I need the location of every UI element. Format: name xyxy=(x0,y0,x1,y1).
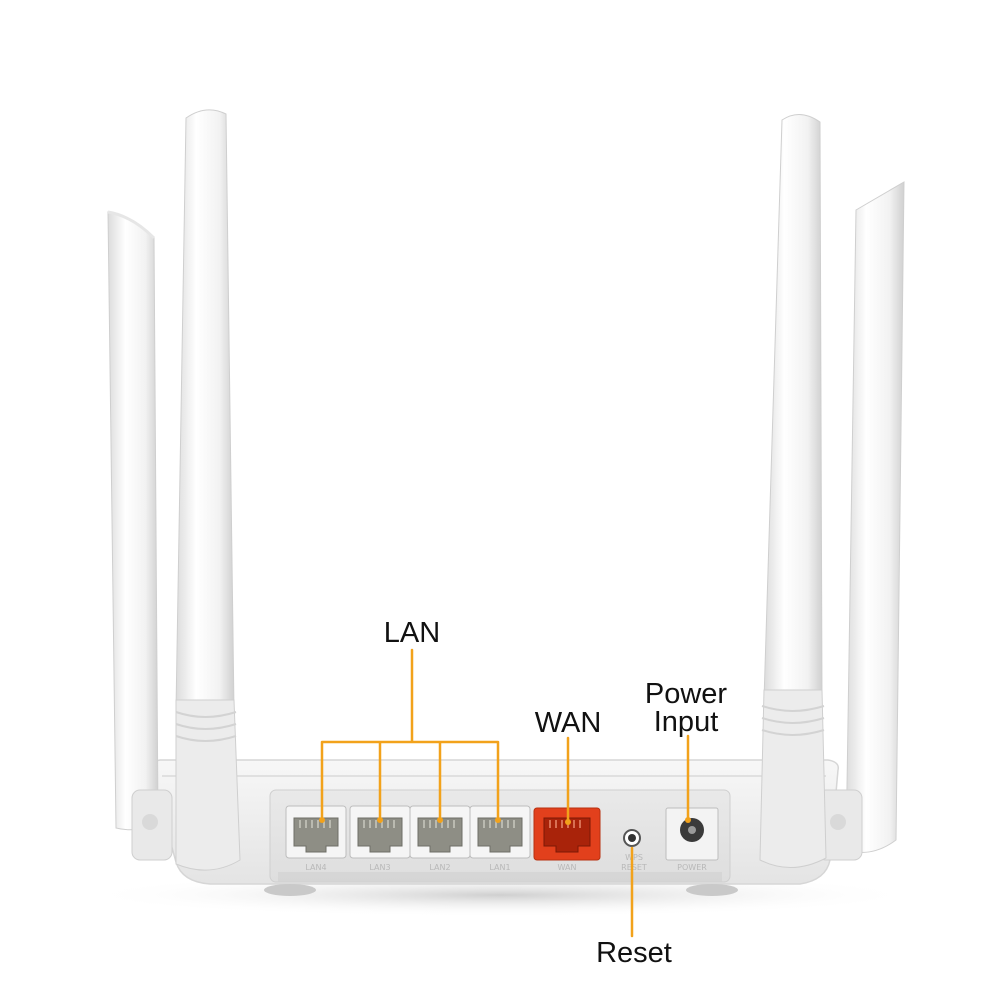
wan-port xyxy=(533,807,601,861)
router-foot-right xyxy=(686,884,738,896)
antenna-right-front xyxy=(759,114,827,869)
lan4-port xyxy=(285,805,347,859)
power-jack xyxy=(665,807,719,861)
lan3-port xyxy=(349,805,411,859)
wan-callout-label: WAN xyxy=(534,707,602,739)
reset-hole xyxy=(623,829,641,847)
reset-callout-label: Reset xyxy=(596,937,672,969)
antenna-right-rear xyxy=(817,181,905,861)
lan1-port-label: LAN1 xyxy=(489,863,510,872)
lan4-port-label: LAN4 xyxy=(305,863,326,872)
antenna-left-front xyxy=(175,109,241,871)
lan1-port xyxy=(469,805,531,859)
callout-dots xyxy=(319,817,691,825)
lan-callout-label: LAN xyxy=(383,617,441,649)
wan-port-label: WAN xyxy=(558,863,577,872)
wps-label: WPS xyxy=(625,853,643,862)
power-callout-label-line2: Input xyxy=(653,706,719,738)
router-foot-left xyxy=(264,884,316,896)
antenna-left-rear xyxy=(107,210,173,861)
lan-callout-line xyxy=(320,648,500,820)
lan2-port-label: LAN2 xyxy=(429,863,450,872)
power-port-label: POWER xyxy=(677,863,707,872)
callout-lines xyxy=(320,648,690,938)
reset-port-label: RESET xyxy=(621,863,647,872)
lan2-port xyxy=(409,805,471,859)
power-callout-label-line1: Power xyxy=(644,678,728,710)
lan3-port-label: LAN3 xyxy=(369,863,390,872)
